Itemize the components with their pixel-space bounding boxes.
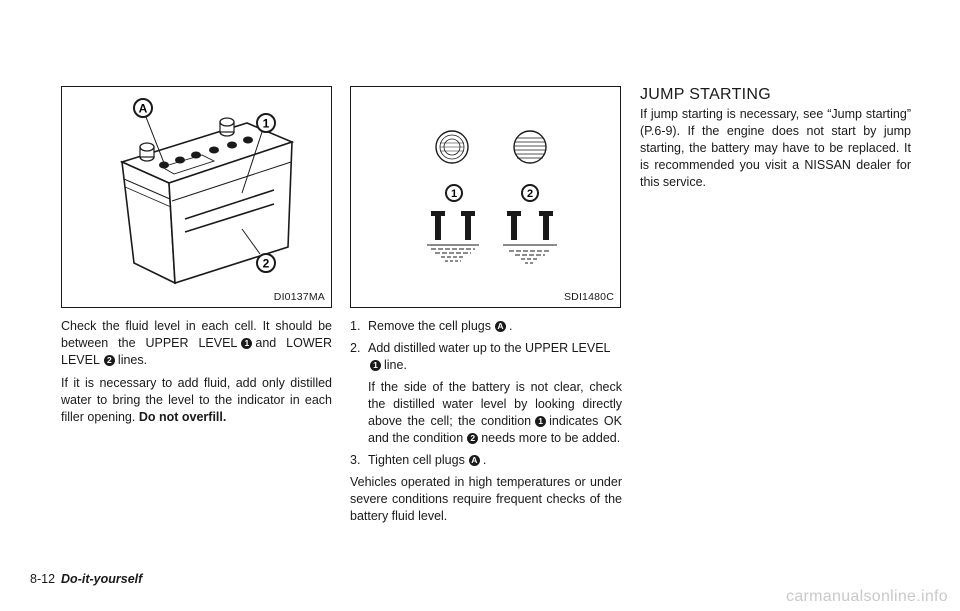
callout-1-icon: 1 bbox=[535, 416, 547, 427]
callout-2-icon: 2 bbox=[467, 433, 479, 444]
step-2-note: If the side of the battery is not clear,… bbox=[368, 380, 622, 445]
fluid-level-text: Check the fluid level in each cell. It s… bbox=[61, 318, 332, 426]
callout-a-label: A bbox=[139, 102, 148, 116]
tube-ok bbox=[431, 211, 475, 240]
figure-code: DI0137MA bbox=[273, 291, 325, 303]
watermark: carmanualsonline.info bbox=[786, 588, 948, 605]
callout-2-label: 2 bbox=[263, 257, 270, 271]
jump-starting-paragraph: If jump starting is necessary, see “Jump… bbox=[640, 107, 911, 189]
cell-plug-figure: 1 2 S bbox=[350, 86, 621, 308]
liquid-low bbox=[503, 244, 557, 264]
callout-1-label: 1 bbox=[263, 117, 270, 131]
section-name: Do-it-yourself bbox=[61, 572, 143, 586]
page-footer: 8-12 Do-it-yourself bbox=[30, 572, 142, 586]
cell-callout-1: 1 bbox=[451, 188, 457, 200]
liquid-ok bbox=[427, 244, 479, 262]
callout-1-icon: 1 bbox=[370, 360, 381, 371]
cell-level-illustration: 1 2 bbox=[427, 130, 557, 264]
tube-low bbox=[507, 211, 553, 240]
section-heading: JUMP STARTING bbox=[640, 86, 772, 103]
battery-illustration: A 1 2 bbox=[119, 98, 295, 285]
cell-view-ok bbox=[435, 130, 469, 164]
callout-a-icon: A bbox=[494, 321, 506, 332]
callout-1-icon: 1 bbox=[241, 338, 253, 349]
step-2: 2. Add distilled water up to the UPPER L… bbox=[350, 341, 611, 372]
callout-2-icon: 2 bbox=[103, 355, 115, 366]
check-level-paragraph: Check the fluid level in each cell. It s… bbox=[61, 319, 332, 367]
figure-code: SDI1480C bbox=[563, 291, 614, 303]
cell-callout-2: 2 bbox=[527, 188, 533, 200]
callout-a-icon: A bbox=[468, 455, 480, 466]
page-number: 8-12 bbox=[30, 572, 56, 586]
add-fluid-paragraph: If it is necessary to add fluid, add onl… bbox=[61, 376, 332, 424]
jump-starting-text: If jump starting is necessary, see “Jump… bbox=[640, 106, 911, 191]
warning-text: Do not overfill. bbox=[138, 410, 227, 424]
severe-conditions-paragraph: Vehicles operated in high temperatures o… bbox=[350, 475, 622, 523]
battery-figure: A 1 2 DI0137MA bbox=[61, 86, 332, 308]
cell-view-low bbox=[513, 130, 547, 164]
